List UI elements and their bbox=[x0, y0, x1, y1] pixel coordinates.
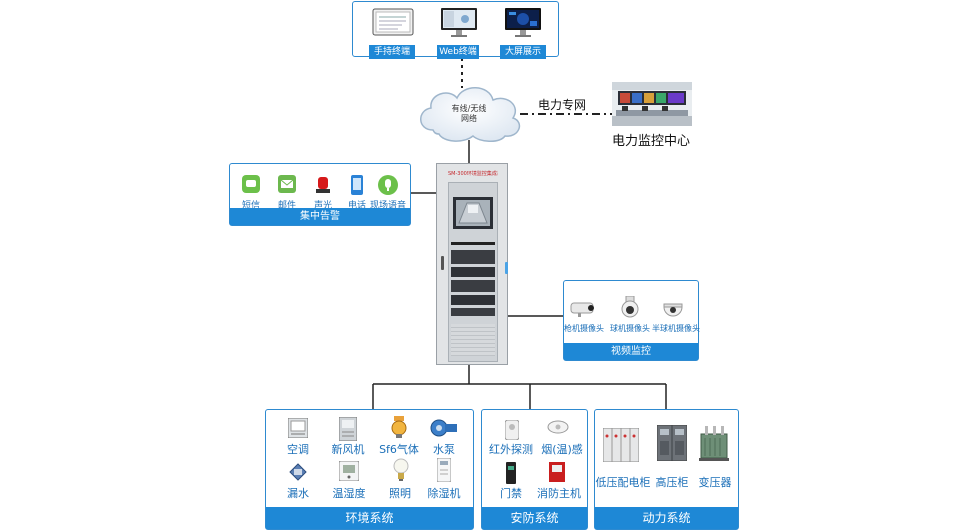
env-item-ac: 空调 bbox=[287, 443, 309, 456]
low-voltage-cabinet-icon bbox=[603, 428, 639, 462]
control-center-label: 电力监控中心 bbox=[612, 134, 691, 149]
half-dome-camera-icon bbox=[663, 303, 683, 317]
env-item-dehumidifier: 除湿机 bbox=[427, 487, 461, 500]
security-item-fire-host: 消防主机 bbox=[537, 487, 581, 500]
terminal-bigscreen-label: 大屏展示 bbox=[500, 45, 546, 59]
alarm-item-sms: 短信 bbox=[241, 201, 260, 211]
big-screen-icon bbox=[505, 8, 541, 37]
mail-icon bbox=[278, 175, 296, 193]
alarm-light-icon bbox=[316, 177, 330, 193]
terminals-panel: 手持终端 Web终端 大屏展示 bbox=[352, 1, 559, 59]
smoke-detector-icon bbox=[547, 420, 569, 434]
fire-alarm-host-icon bbox=[549, 462, 565, 482]
video-item-dome: 球机摄像头 bbox=[610, 324, 650, 333]
alarm-item-light: 声光 bbox=[313, 201, 332, 211]
infrared-detector-icon bbox=[505, 420, 519, 440]
video-item-half-dome: 半球机摄像头 bbox=[652, 324, 700, 333]
alarm-item-voice: 现场语音 bbox=[370, 201, 407, 211]
terminal-web-label: Web终端 bbox=[437, 45, 479, 59]
video-item-bullet: 枪机摄像头 bbox=[564, 324, 604, 333]
power-item-high-voltage: 高压柜 bbox=[655, 476, 689, 489]
alarm-panel-title: 集中告警 bbox=[230, 208, 410, 225]
video-panel-title: 视频监控 bbox=[564, 343, 698, 360]
web-monitor-icon bbox=[441, 8, 477, 37]
env-item-lighting: 照明 bbox=[389, 487, 411, 500]
microphone-icon bbox=[378, 175, 398, 195]
alarm-item-mail: 邮件 bbox=[277, 201, 296, 211]
sms-icon bbox=[242, 175, 260, 193]
gas-detector-icon bbox=[391, 416, 407, 438]
light-bulb-icon bbox=[393, 458, 409, 481]
network-cloud-icon bbox=[420, 87, 521, 142]
water-leak-sensor-icon bbox=[289, 463, 307, 481]
access-control-icon bbox=[506, 462, 516, 484]
power-panel: 低压配电柜 高压柜 变压器 动力系统 bbox=[594, 409, 739, 530]
env-item-temp-humidity: 温湿度 bbox=[332, 487, 366, 500]
power-item-low-voltage: 低压配电柜 bbox=[595, 476, 651, 489]
thermo-hygrometer-icon bbox=[339, 461, 359, 481]
alarm-item-phone: 电话 bbox=[347, 201, 366, 211]
dome-camera-icon bbox=[621, 296, 639, 318]
security-panel-title: 安防系统 bbox=[482, 507, 587, 529]
env-item-fresh-air: 新风机 bbox=[331, 443, 365, 456]
water-pump-icon bbox=[430, 419, 457, 437]
fresh-air-unit-icon bbox=[339, 417, 357, 441]
high-voltage-cabinet-icon bbox=[657, 425, 687, 461]
alarm-panel: 短信 邮件 声光 电话 现场语音 集中告警 bbox=[229, 163, 411, 226]
security-panel: 红外探测 烟(温)感 门禁 消防主机 安防系统 bbox=[481, 409, 588, 530]
bullet-camera-icon bbox=[570, 302, 594, 317]
power-item-transformer: 变压器 bbox=[698, 476, 732, 489]
env-panel: 空调 新风机 Sf6气体 水泵 漏水 温湿度 照明 除湿机 环 bbox=[265, 409, 474, 530]
security-item-infrared: 红外探测 bbox=[489, 443, 533, 456]
phone-icon bbox=[351, 175, 363, 195]
security-item-access: 门禁 bbox=[500, 487, 522, 500]
power-panel-title: 动力系统 bbox=[595, 507, 738, 529]
transformer-icon bbox=[699, 426, 729, 461]
cabinet-header: SM-300环境监控集成系统 bbox=[448, 171, 498, 177]
control-center-photo bbox=[612, 82, 692, 126]
env-item-sf6: Sf6气体 bbox=[379, 443, 419, 456]
air-conditioner-icon bbox=[288, 418, 308, 438]
env-item-leak: 漏水 bbox=[287, 487, 309, 500]
env-item-pump: 水泵 bbox=[433, 443, 455, 456]
network-cloud-label: 有线/无线 网络 bbox=[451, 104, 487, 123]
cabinet-screen bbox=[453, 197, 493, 229]
tablet-icon bbox=[372, 8, 414, 36]
dehumidifier-icon bbox=[437, 458, 451, 482]
cabinet-handle bbox=[441, 256, 444, 270]
terminal-handheld-label: 手持终端 bbox=[369, 45, 415, 59]
power-private-network-label: 电力专网 bbox=[538, 98, 587, 112]
security-item-smoke: 烟(温)感 bbox=[541, 443, 583, 456]
video-panel: 枪机摄像头 球机摄像头 半球机摄像头 视频监控 bbox=[563, 280, 700, 361]
monitoring-cabinet: SM-300环境监控集成系统 bbox=[436, 163, 508, 365]
env-panel-title: 环境系统 bbox=[266, 507, 473, 529]
